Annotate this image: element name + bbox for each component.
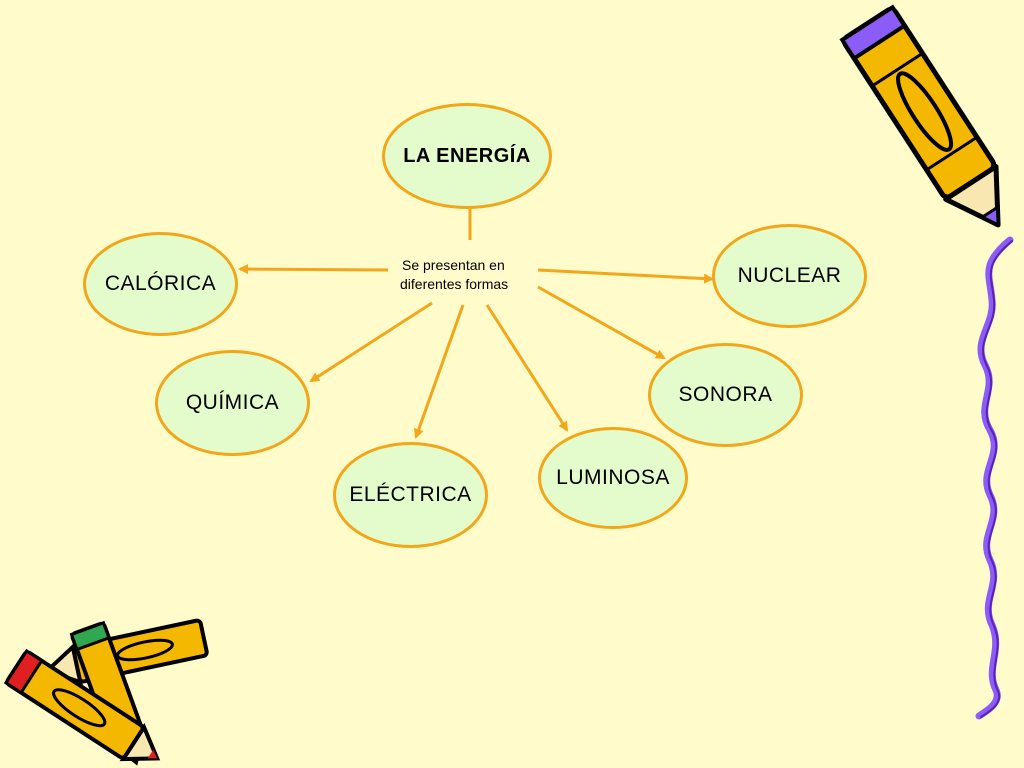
arrow-to-quimica xyxy=(309,301,433,383)
node-luminosa: LUMINOSA xyxy=(538,427,688,529)
node-nuclear: NUCLEAR xyxy=(712,224,867,328)
node-quimica-label: QUÍMICA xyxy=(185,391,280,414)
node-nuclear-label: NUCLEAR xyxy=(737,264,842,287)
node-electrica: ELÉCTRICA xyxy=(333,442,488,548)
arrow-to-calorica xyxy=(238,264,389,275)
root-node-label: LA ENERGÍA xyxy=(403,144,531,167)
arrow-to-sonora xyxy=(537,285,666,360)
connector-label-line1: Se presentan en xyxy=(402,257,505,273)
arrow-to-electrica xyxy=(413,304,465,439)
arrow-to-luminosa xyxy=(485,304,569,432)
node-calorica-label: CALÓRICA xyxy=(104,272,217,295)
connector-label: Se presentan en diferentes formas xyxy=(400,256,508,294)
node-calorica: CALÓRICA xyxy=(83,232,238,336)
node-sonora: SONORA xyxy=(648,343,803,447)
node-sonora-label: SONORA xyxy=(678,383,773,406)
node-electrica-label: ELÉCTRICA xyxy=(349,483,472,506)
root-node-la-energia: LA ENERGÍA xyxy=(382,103,552,209)
arrow-to-nuclear xyxy=(537,268,714,284)
node-luminosa-label: LUMINOSA xyxy=(556,466,670,489)
node-quimica: QUÍMICA xyxy=(155,350,310,456)
connector-label-line2: diferentes formas xyxy=(400,276,509,292)
